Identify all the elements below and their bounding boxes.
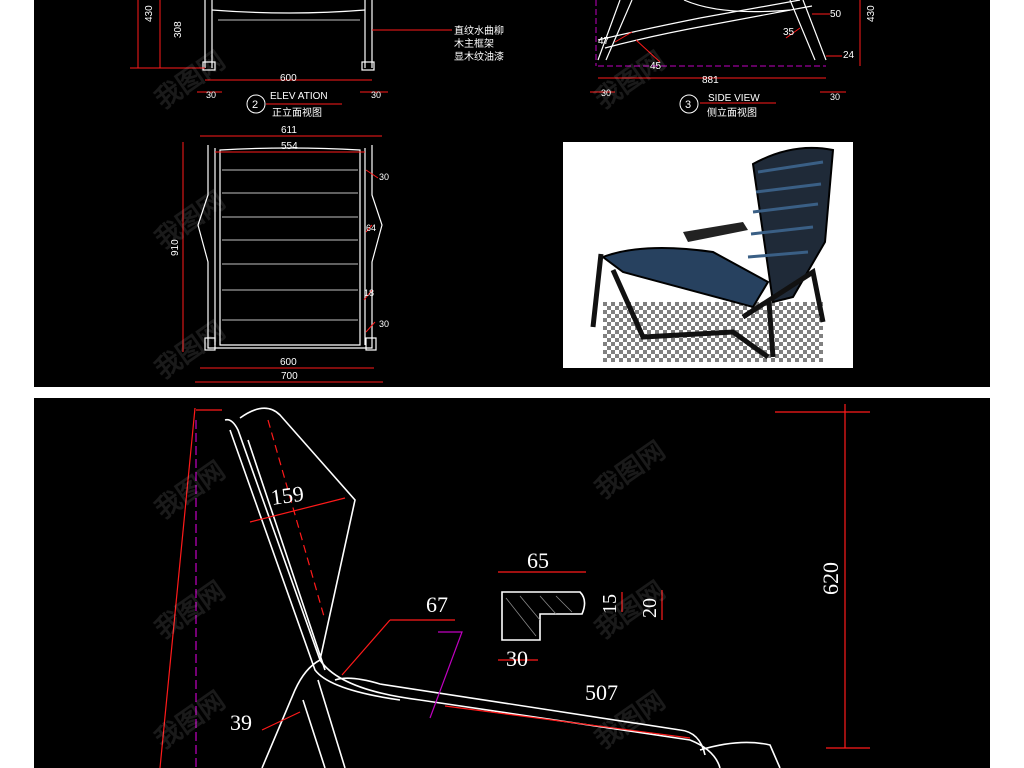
dim-620: 620 xyxy=(818,562,843,595)
dim-600-plan: 600 xyxy=(280,357,297,368)
section-width-65: 65 xyxy=(527,548,549,573)
dim-159: 159 xyxy=(269,481,305,510)
view-number-circle-3 xyxy=(679,94,699,114)
dim-430-front: 430 xyxy=(144,5,155,22)
plan-view xyxy=(197,145,383,351)
material-note-line3: 显木纹油漆 xyxy=(454,50,504,63)
dim-308-front: 308 xyxy=(173,21,184,38)
section-base-30: 30 xyxy=(506,646,528,671)
dim-910-plan: 910 xyxy=(170,239,181,256)
profile-section-shape xyxy=(501,591,586,641)
plan-dimensions xyxy=(182,135,383,383)
dim-45-side: 45 xyxy=(650,61,662,72)
dim-611-plan: 611 xyxy=(281,125,297,136)
dim-881-side: 881 xyxy=(702,75,719,86)
panel-divider xyxy=(0,387,1024,398)
chair-product-photo xyxy=(563,142,853,368)
dim-67: 67 xyxy=(426,592,448,617)
dim-50-side: 50 xyxy=(830,9,842,20)
view-number-3: 3 xyxy=(685,99,691,111)
view-title-elevation-cn: 正立面视图 xyxy=(272,106,322,119)
dim-35-side: 35 xyxy=(783,27,795,38)
dim-30-side-right: 30 xyxy=(830,92,840,102)
dim-507: 507 xyxy=(585,680,618,705)
view-title-side: SIDE VIEW xyxy=(708,93,760,104)
dim-24-side: 24 xyxy=(843,50,855,61)
dim-30-plan-top: 30 xyxy=(379,172,389,182)
front-elevation-view xyxy=(202,0,375,71)
view-title-elevation: ELEV ATION xyxy=(270,91,328,102)
bottom-drawing-panel xyxy=(34,398,990,768)
side-view-dimensions xyxy=(590,0,861,93)
dim-39: 39 xyxy=(230,710,252,735)
chair-illustration xyxy=(590,146,835,362)
front-elevation-dimensions xyxy=(130,0,452,93)
view-number-circle-2 xyxy=(246,94,266,114)
dim-30-front-right: 30 xyxy=(371,90,381,100)
detail-guide-lines xyxy=(195,420,463,768)
material-note-line2: 木主框架 xyxy=(454,37,494,50)
dim-700-plan: 700 xyxy=(281,371,298,382)
side-view xyxy=(597,0,827,61)
dim-18-plan: 18 xyxy=(364,288,374,298)
dim-554-plan: 554 xyxy=(281,141,298,152)
detail-section-view xyxy=(224,407,781,768)
dim-600-front: 600 xyxy=(280,73,297,84)
view-number-2: 2 xyxy=(252,99,258,111)
section-height-15: 15 xyxy=(599,594,621,614)
dim-30-front-left: 30 xyxy=(206,90,216,100)
section-height-20: 20 xyxy=(639,598,661,618)
dim-64-plan: 64 xyxy=(366,223,376,233)
dim-30-plan-bottom: 30 xyxy=(379,319,389,329)
dim-47-side: 47 xyxy=(598,36,610,47)
detail-section-dimensions xyxy=(159,404,870,768)
dim-430-side: 430 xyxy=(866,5,877,22)
material-note-line1: 直纹水曲柳 xyxy=(454,24,504,37)
dim-30-side-left: 30 xyxy=(601,88,611,98)
view-title-side-cn: 侧立面视图 xyxy=(707,106,757,119)
